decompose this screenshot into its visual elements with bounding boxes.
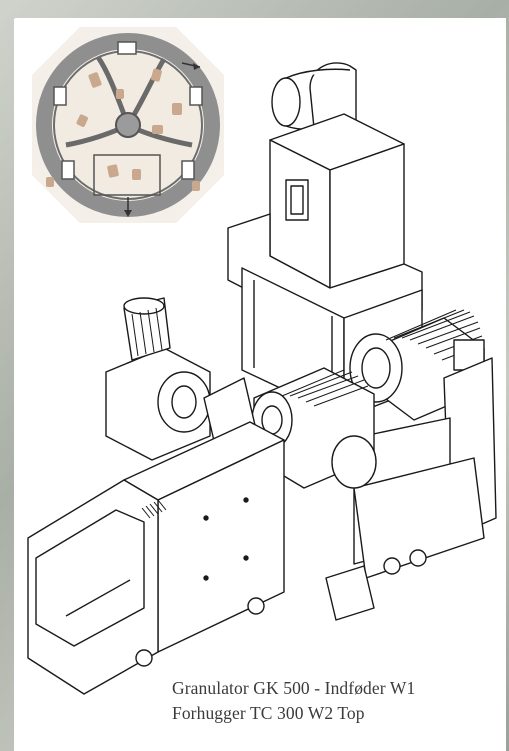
caption-line-1: Granulator GK 500 - Indføder W1 [172, 678, 416, 698]
figure-caption: Granulator GK 500 - Indføder W1 Forhugge… [172, 676, 502, 726]
rotor-inset-image [32, 27, 224, 223]
upper-cabinet [269, 113, 405, 289]
caption-line-2: Forhugger TC 300 W2 Top [172, 703, 365, 723]
machine-line-drawing [27, 62, 497, 695]
base-frame-right [325, 357, 497, 621]
infeed-hopper [27, 421, 285, 695]
